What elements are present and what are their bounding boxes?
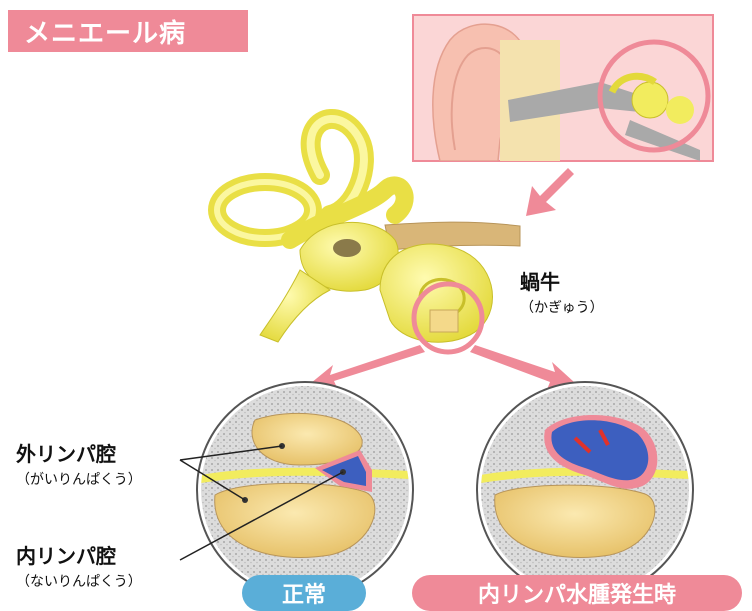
cochlea-label-reading: （かぎゅう） — [520, 297, 604, 317]
endolymph-label-reading: （ないりんぱくう） — [16, 571, 142, 591]
perilymph-label: 外リンパ腔 （がいりんぱくう） — [16, 438, 142, 489]
hydrops-pill: 内リンパ水腫発生時 — [412, 575, 742, 611]
cross-section-hydrops — [475, 380, 695, 600]
cochlea-label-main: 蝸牛 — [520, 266, 604, 295]
endolymph-label-main: 内リンパ腔 — [16, 540, 142, 569]
hydrops-pill-label: 内リンパ水腫発生時 — [478, 577, 676, 609]
ear-inset — [413, 15, 713, 161]
normal-pill-label: 正常 — [282, 577, 326, 609]
page-title: メニエール病 — [24, 13, 186, 50]
endolymph-label: 内リンパ腔 （ないりんぱくう） — [16, 540, 142, 591]
perilymph-label-reading: （がいりんぱくう） — [16, 469, 142, 489]
perilymph-label-main: 外リンパ腔 — [16, 438, 142, 467]
normal-pill: 正常 — [242, 575, 366, 611]
title-badge: メニエール病 — [8, 10, 248, 52]
arrow-inset-to-inner — [526, 168, 574, 216]
cochlea-label: 蝸牛 （かぎゅう） — [520, 266, 604, 317]
